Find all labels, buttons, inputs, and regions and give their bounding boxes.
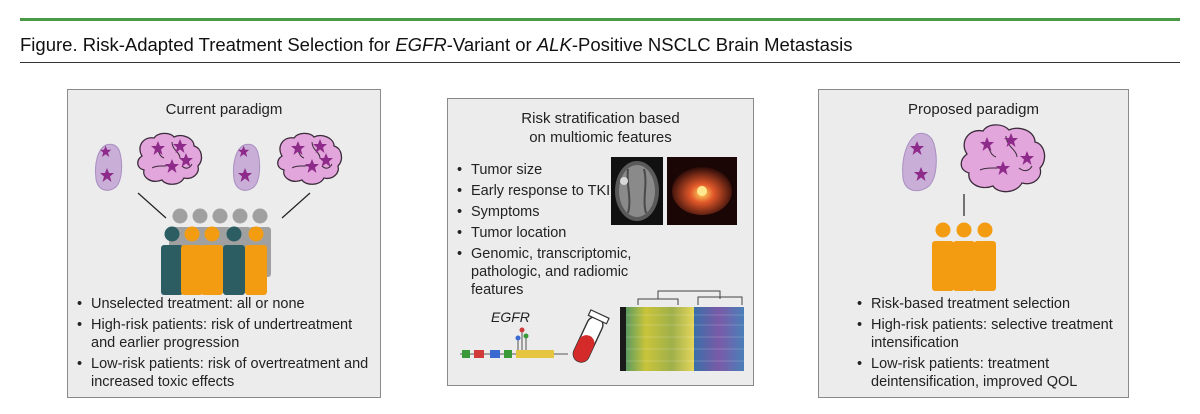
bullet-item: Tumor size — [457, 161, 657, 179]
risk-stratification-panel: Risk stratification based on multiomic f… — [447, 98, 754, 386]
people-group-icon — [932, 222, 996, 291]
proposed-paradigm-panel: Proposed paradigm — [818, 89, 1129, 398]
proposed-paradigm-bullets: Risk-based treatment selection High-risk… — [857, 295, 1127, 394]
people-group-icon — [161, 208, 271, 295]
risk-stratification-heading: Risk stratification based on multiomic f… — [448, 109, 753, 147]
current-paradigm-bullets: Unselected treatment: all or none High-r… — [77, 295, 377, 394]
bullet-item: Low-risk patients: risk of overtreatment… — [77, 355, 377, 391]
title-mid: -Variant or — [446, 34, 537, 55]
brain-icon — [960, 124, 1046, 193]
heatmap-image — [620, 290, 744, 371]
bullet-item: High-risk patients: selective treatment … — [857, 316, 1127, 352]
gene-plot-icon — [460, 327, 568, 358]
title-prefix: Figure. Risk-Adapted Treatment Selection… — [20, 34, 396, 55]
bullet-item: Tumor location — [457, 224, 657, 242]
proposed-paradigm-illustration — [902, 124, 1046, 291]
lung-icon — [95, 143, 123, 191]
pet-scan-image — [667, 157, 737, 225]
top-accent-line — [20, 18, 1180, 21]
lung-icon — [233, 143, 261, 191]
proposed-paradigm-heading: Proposed paradigm — [908, 101, 1039, 118]
title-alk: ALK — [536, 34, 572, 55]
connector-line — [137, 192, 167, 219]
current-paradigm-heading: Current paradigm — [165, 101, 283, 118]
bullet-item: Unselected treatment: all or none — [77, 295, 377, 313]
lung-icon — [902, 132, 937, 192]
brain-icon — [277, 132, 343, 185]
bullet-item: Genomic, transcriptomic, pathologic, and… — [457, 245, 657, 299]
title-suffix: -Positive NSCLC Brain Metastasis — [571, 34, 853, 55]
title-underline — [20, 62, 1180, 63]
brain-icon — [137, 132, 203, 185]
current-paradigm-panel: Current paradigm — [67, 89, 381, 398]
figure-title: Figure. Risk-Adapted Treatment Selection… — [20, 34, 852, 56]
bullet-item: Risk-based treatment selection — [857, 295, 1127, 313]
heading-line1: Risk stratification based — [521, 110, 680, 127]
blood-tube-icon — [572, 309, 610, 363]
bullet-item: Early response to TKI — [457, 182, 657, 200]
bullet-item: High-risk patients: risk of undertreatme… — [77, 316, 377, 352]
title-egfr: EGFR — [395, 34, 447, 55]
bullet-item: Symptoms — [457, 203, 657, 221]
bullet-item: Low-risk patients: treatment deintensifi… — [857, 355, 1127, 391]
current-paradigm-illustration — [95, 132, 343, 295]
heading-line2: on multiomic features — [529, 129, 672, 146]
mri-scan-image — [611, 157, 663, 225]
risk-stratification-illustration — [460, 157, 744, 371]
egfr-gene-label: EGFR — [491, 309, 530, 325]
connector-line — [281, 192, 311, 219]
risk-feature-bullets: Tumor size Early response to TKI Symptom… — [457, 161, 657, 302]
